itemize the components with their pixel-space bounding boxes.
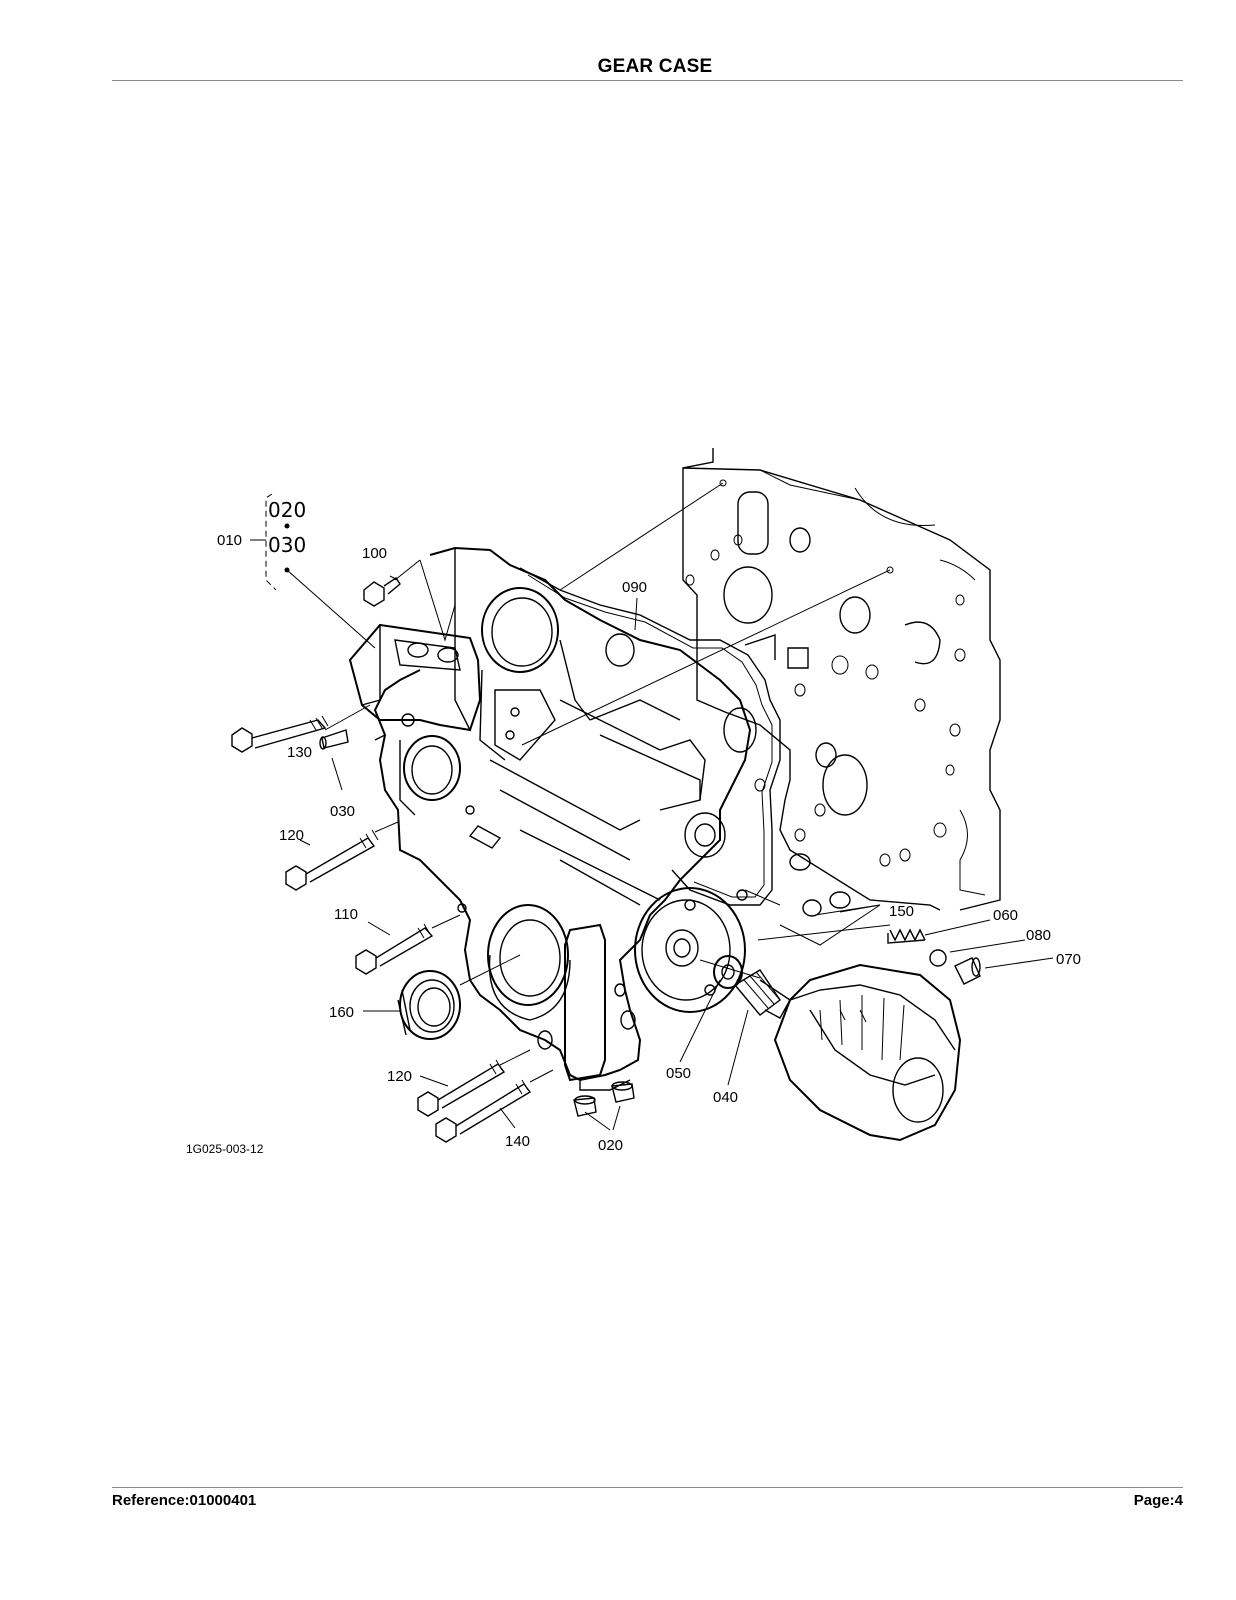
bolt-130 <box>231 715 329 753</box>
callout-030: 030 <box>330 803 355 820</box>
callout-150: 150 <box>889 903 914 920</box>
callout-120-upper: 120 <box>279 827 304 844</box>
page-title: GEAR CASE <box>597 56 713 77</box>
page-number: Page:4 <box>1133 1492 1183 1509</box>
callout-040: 040 <box>713 1089 738 1106</box>
pin-030 <box>319 729 349 750</box>
bolt-120-upper <box>285 829 379 891</box>
callout-020-group: 020 <box>268 498 306 522</box>
bolt-110 <box>355 923 434 975</box>
callout-080: 080 <box>1026 927 1051 944</box>
callout-130: 130 <box>287 744 312 761</box>
reference-number: Reference:01000401 <box>112 1492 257 1509</box>
bolt-120-lower <box>417 1059 506 1117</box>
callout-070: 070 <box>1056 951 1081 968</box>
callout-030-group: 030 <box>268 533 306 557</box>
washer-050 <box>713 955 743 989</box>
engine-block <box>682 448 1001 911</box>
callout-050: 050 <box>666 1065 691 1082</box>
callout-060: 060 <box>993 907 1018 924</box>
footer-rule <box>112 1487 1183 1488</box>
callout-010: 010 <box>217 532 242 549</box>
spring-060 <box>887 928 926 944</box>
callout-090: 090 <box>622 579 647 596</box>
leader-lines <box>286 479 1054 1131</box>
callout-120-lower: 120 <box>387 1068 412 1085</box>
callout-160: 160 <box>329 1004 354 1021</box>
ball-080 <box>929 949 947 967</box>
seal-160 <box>397 970 461 1040</box>
gear-case-body <box>348 546 752 1091</box>
orings-150 <box>789 853 851 917</box>
gasket-090 <box>519 567 781 906</box>
nipple-040 <box>733 969 791 1019</box>
callout-140: 140 <box>505 1133 530 1150</box>
callout-110: 110 <box>334 906 358 923</box>
plug-070 <box>954 957 981 985</box>
callout-020: 020 <box>598 1137 623 1154</box>
oil-filter-cartridge <box>773 963 962 1142</box>
header-rule <box>112 80 1183 81</box>
drawing-code: 1G025-003-12 <box>186 1142 264 1156</box>
callout-100: 100 <box>362 545 387 562</box>
bolt-140 <box>435 1079 532 1143</box>
assembly-bracket-010 <box>250 493 290 591</box>
bolt-100 <box>363 575 401 607</box>
plugs-020 <box>573 1081 635 1117</box>
